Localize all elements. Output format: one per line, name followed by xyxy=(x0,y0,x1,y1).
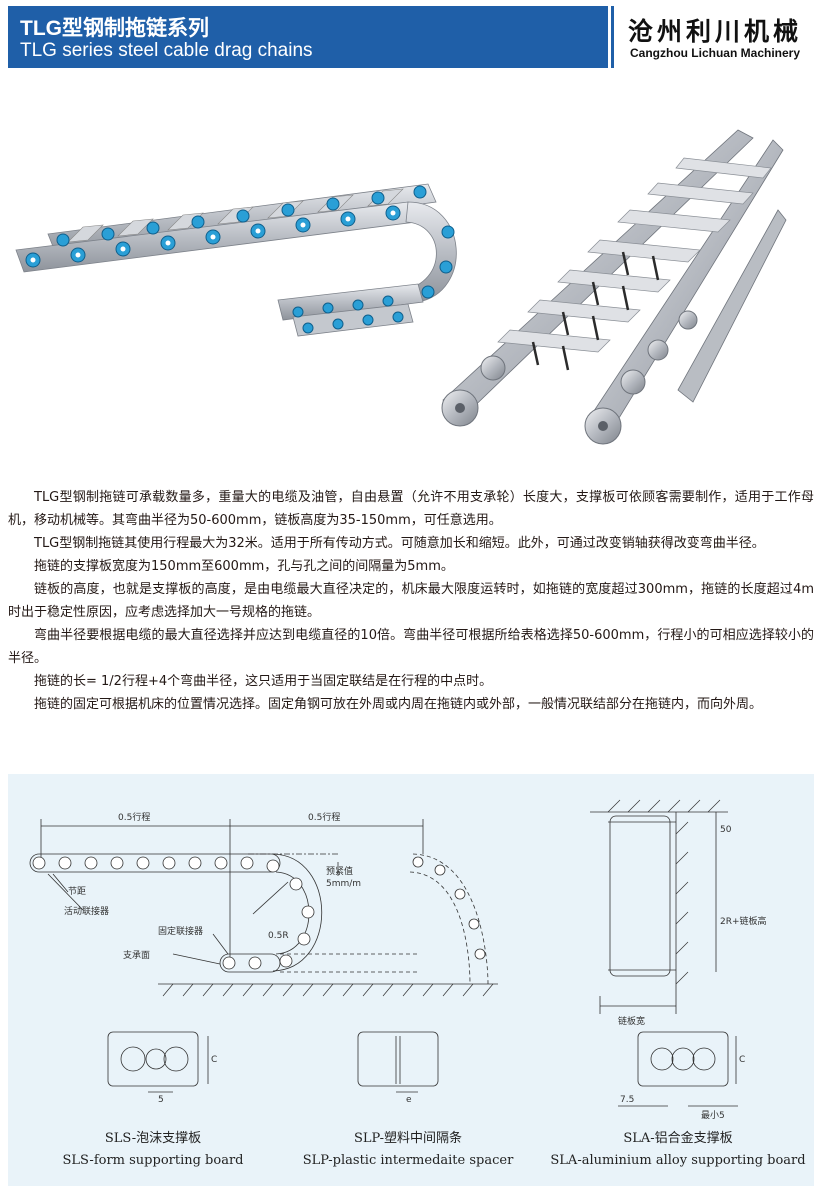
label-dim-5: 5 xyxy=(158,1095,164,1105)
paragraph: 拖链的支撑板宽度为150mm至600mm，孔与孔之间的间隔量为5mm。 xyxy=(34,559,454,574)
paragraph: 弯曲半径要根据电缆的最大直径选择并应达到电缆直径的10倍。弯曲半径可根据所给表格… xyxy=(8,628,814,666)
caption-sla: SLA-铝合金支撑板 SLA-aluminium alloy supportin… xyxy=(548,1128,808,1172)
label-dim-height: 2R+链板高 xyxy=(720,915,767,927)
caption-sla-cn: SLA-铝合金支撑板 xyxy=(623,1131,733,1146)
label-pitch: 节距 xyxy=(68,886,86,897)
label-support-surface: 支承面 xyxy=(123,949,150,961)
title-banner: TLG型钢制拖链系列 TLG series steel cable drag c… xyxy=(8,6,608,68)
label-pretension: 预紧值 xyxy=(326,865,353,877)
label-dim-75: 7.5 xyxy=(620,1095,634,1105)
caption-sls: SLS-泡沫支撑板 SLS-form supporting board xyxy=(48,1128,258,1172)
caption-slp: SLP-塑料中间隔条 SLP-plastic intermedaite spac… xyxy=(288,1128,528,1172)
label-dim-e: e xyxy=(406,1095,412,1105)
paragraph: 链板的高度，也就是支撑板的高度，是由电缆最大直径决定的，机床最大限度运转时，如拖… xyxy=(8,582,814,620)
label-half-stroke-right: 0.5行程 xyxy=(308,811,340,823)
label-dim-c1: C xyxy=(211,1055,217,1065)
paragraph: TLG型钢制拖链可承载数量多，重量大的电缆及油管，自由悬置（允许不用支承轮）长度… xyxy=(8,490,814,528)
label-dim-50: 50 xyxy=(720,825,732,835)
caption-slp-en: SLP-plastic intermedaite spacer xyxy=(302,1153,514,1168)
label-dim-c2: C xyxy=(739,1055,745,1065)
caption-slp-cn: SLP-塑料中间隔条 xyxy=(354,1131,462,1146)
product-photo-blue-chain xyxy=(15,183,457,337)
caption-sls-cn: SLS-泡沫支撑板 xyxy=(104,1131,202,1146)
paragraph: 拖链的长= 1/2行程+4个弯曲半径，这只适用于当固定联结是在行程的中点时。 xyxy=(34,674,493,689)
label-dim-min5: 最小5 xyxy=(701,1110,725,1121)
technical-drawing: 0.5行程 0.5行程 节距 活动联接器 固定联接器 支承面 预紧值 5mm/m… xyxy=(29,799,767,1121)
label-movable-connector: 活动联接器 xyxy=(64,905,109,917)
company-name-en: Cangzhou Lichuan Machinery xyxy=(629,46,800,60)
label-plate-width: 链板宽 xyxy=(618,1015,645,1027)
series-title-cn: TLG型钢制拖链系列 xyxy=(20,17,209,40)
page-header: TLG型钢制拖链系列 TLG series steel cable drag c… xyxy=(8,6,816,68)
technical-diagram-panel: 0.5行程 0.5行程 节距 活动联接器 固定联接器 支承面 预紧值 5mm/m… xyxy=(8,774,814,1186)
label-pretension-value: 5mm/m xyxy=(326,879,361,889)
description-text: TLG型钢制拖链可承载数量多，重量大的电缆及油管，自由悬置（允许不用支承轮）长度… xyxy=(8,486,814,716)
label-half-stroke-left: 0.5行程 xyxy=(118,811,150,823)
company-name-cn: 沧州利川机械 xyxy=(627,17,802,46)
series-title-en: TLG series steel cable drag chains xyxy=(20,40,313,61)
product-photo-steel-chain xyxy=(441,129,787,445)
label-fixed-connector: 固定联接器 xyxy=(158,925,203,937)
caption-sla-en: SLA-aluminium alloy supporting board xyxy=(550,1153,806,1168)
caption-sls-en: SLS-form supporting board xyxy=(62,1153,244,1168)
company-box: 沧州利川机械 Cangzhou Lichuan Machinery xyxy=(611,6,816,68)
label-radius: 0.5R xyxy=(268,931,289,941)
paragraph: TLG型钢制拖链其使用行程最大为32米。适用于所有传动方式。可随意加长和缩短。此… xyxy=(34,536,765,551)
paragraph: 拖链的固定可根据机床的位置情况选择。固定角钢可放在外周或内周在拖链内或外部，一般… xyxy=(34,697,763,712)
